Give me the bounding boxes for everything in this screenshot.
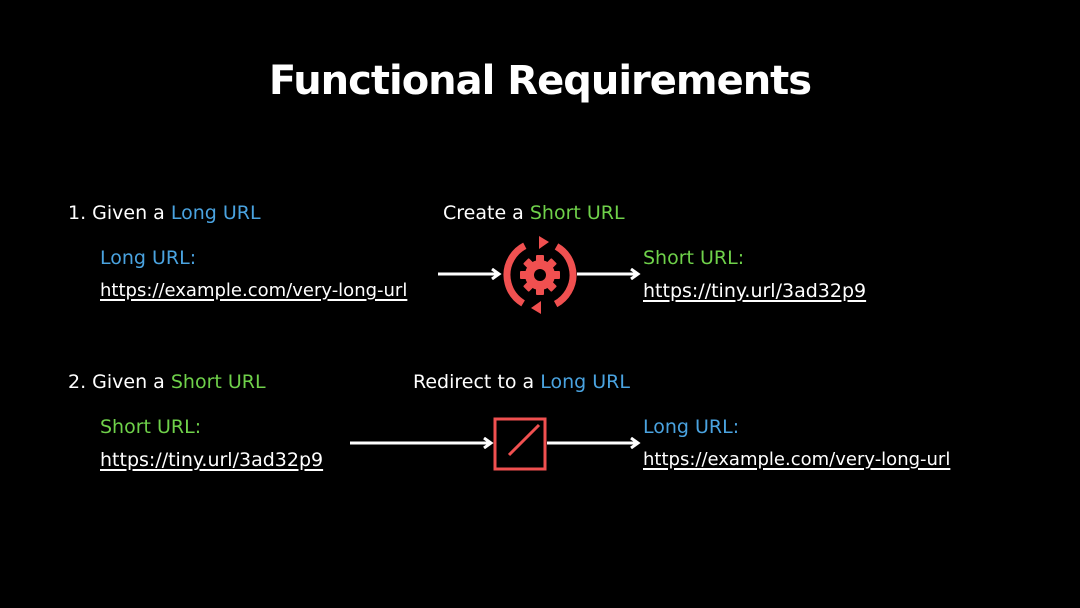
req1-action-prefix: Create a (443, 202, 530, 224)
req1-heading-term: Long URL (170, 202, 261, 224)
req2-action: Redirect to a Long URL (413, 370, 630, 394)
req2-action-prefix: Redirect to a (413, 371, 541, 393)
req1-arrow-out (577, 268, 643, 280)
req1-output-label: Short URL: (643, 247, 745, 269)
req1-action: Create a Short URL (443, 201, 625, 225)
req2-input-link[interactable]: https://tiny.url/3ad32p9 (100, 449, 324, 471)
req2-arrow-in (350, 437, 496, 449)
req2-output-label: Long URL: (643, 416, 740, 438)
req2-heading-prefix: 2. Given a (68, 371, 171, 393)
req2-arrow-out (547, 437, 643, 449)
req2-heading-term: Short URL (170, 371, 266, 393)
req2-output-link[interactable]: https://example.com/very-long-url (643, 449, 951, 470)
req2-action-term: Long URL (540, 371, 630, 393)
page-title: Functional Requirements (268, 58, 812, 104)
req1-input-link[interactable]: https://example.com/very-long-url (100, 280, 408, 301)
req1-arrow-in (438, 268, 504, 280)
req1-heading: 1. Given a Long URL (68, 201, 261, 225)
req2-heading: 2. Given a Short URL (68, 370, 266, 394)
req1-heading-prefix: 1. Given a (68, 202, 171, 224)
gear-refresh-icon (503, 233, 577, 317)
req2-input-label: Short URL: (100, 416, 202, 438)
req1-action-term: Short URL (529, 202, 625, 224)
external-link-icon (493, 417, 547, 471)
req1-input-label: Long URL: (100, 247, 197, 269)
req1-output-link[interactable]: https://tiny.url/3ad32p9 (643, 280, 867, 302)
